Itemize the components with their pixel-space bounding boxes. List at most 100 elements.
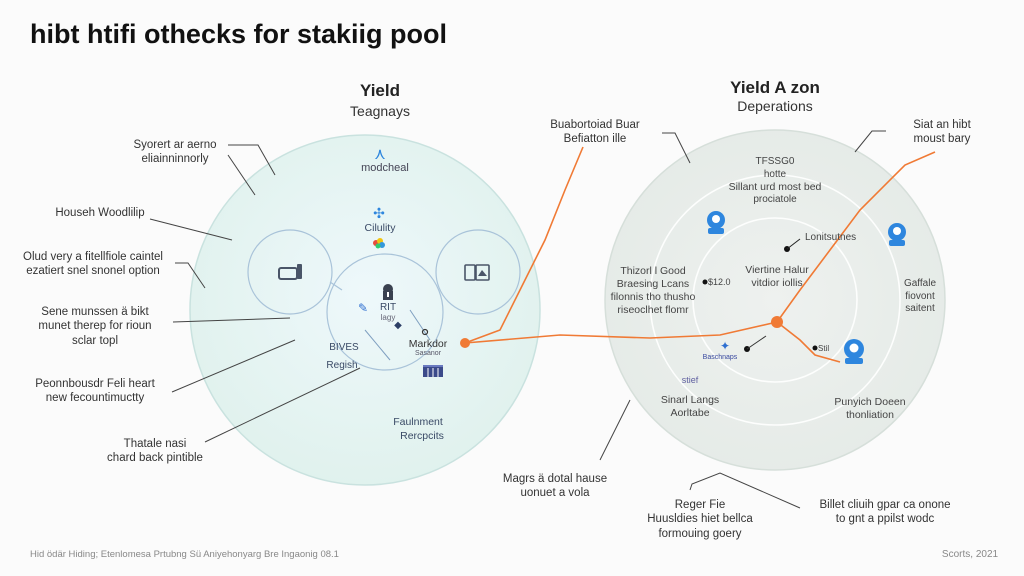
- right-panel-subheading: Deperations: [737, 98, 813, 114]
- text-line: Thizorl l Good: [620, 265, 686, 277]
- right-yield-circle: [604, 129, 946, 471]
- right-callout-1: Buabortoiad Buar Befiatton ille: [540, 118, 650, 147]
- callout-line: Olud very a fitellfiole caintel: [23, 251, 163, 263]
- documents-icon: [463, 262, 493, 284]
- left-inner-circle-center: [326, 253, 444, 371]
- left-inner-label: BIVES: [329, 342, 359, 353]
- left-inner-circle-right: [435, 229, 521, 315]
- callout-line: munet therep for rioun: [38, 320, 152, 333]
- right-right-block: Gaffale fiovont saitent: [890, 278, 950, 316]
- left-yield-circle: [189, 134, 541, 486]
- small-blue-label: Baschnaps: [702, 354, 738, 361]
- leader-line: [599, 399, 631, 461]
- left-panel-heading: Yield: [360, 81, 400, 100]
- callout-line: Billet cliuih gpar ca onone: [819, 499, 951, 511]
- left-callout-1: Syorert ar aerno eliainninnorly: [110, 138, 240, 167]
- left-top-label: modcheal: [361, 162, 409, 174]
- orange-link-middle: [464, 321, 778, 344]
- leader-line: [227, 154, 256, 196]
- text-line: Sinarl Langs: [660, 394, 720, 406]
- text-line: thonliation: [846, 409, 894, 422]
- callout-line: Befiatton ille: [563, 133, 627, 146]
- left-node-label: RIT: [379, 302, 397, 313]
- text-line: vitdior iollis: [751, 277, 803, 290]
- right-callout-4: Reger Fie Huusldies hiet bellca formouin…: [640, 498, 760, 541]
- multicolor-token-icon: [372, 237, 386, 249]
- callout-line: uonuet a vola: [520, 487, 590, 500]
- footer-credit: Scorts, 2021: [941, 549, 999, 560]
- user-badge-icon: [886, 222, 908, 248]
- marker-dot: [812, 345, 818, 351]
- small-violet-label: stief: [681, 375, 699, 385]
- leader-line: [175, 262, 206, 289]
- callout-line: chard back pintible: [107, 452, 203, 465]
- leader-line: [204, 367, 361, 443]
- leader-line: [228, 144, 276, 176]
- callout-line: eliainninnorly: [141, 153, 209, 166]
- orange-node-right: [771, 316, 783, 328]
- callout-line: Buabortoiad Buar: [550, 119, 640, 131]
- user-badge-icon: [705, 210, 727, 236]
- callout-line: to gnt a ppilst wodc: [835, 513, 935, 526]
- text-line: hotte: [763, 168, 787, 180]
- right-callout-3: Magrs ä dotal hause uonuet a vola: [490, 472, 620, 501]
- right-callout-2: Siat an hibt moust bary: [892, 118, 992, 147]
- left-inner-connector: [364, 329, 391, 361]
- callout-line: moust bary: [913, 133, 971, 146]
- value-label: $12.0: [708, 277, 731, 287]
- callout-line: ezatiert snel snonel option: [26, 265, 160, 278]
- text-line: TFSSG0: [755, 156, 795, 167]
- callout-line: Sene munssen ä bikt: [41, 306, 149, 318]
- footer-source-note: Hid ödär Hiding; Etenlomesa Prtubng Sü A…: [30, 549, 339, 560]
- right-inner-sublabel: Sasanor: [414, 350, 442, 357]
- right-ring-outer: [649, 174, 901, 426]
- user-badge-icon: [842, 338, 866, 366]
- text-line: Gaffale: [903, 278, 937, 289]
- text-line: filonnis tho thusho: [610, 291, 696, 304]
- text-line: Punyich Doeen: [834, 396, 906, 408]
- left-callout-5: Peonnbousdr Feli heart new fecountimuctt…: [25, 377, 165, 406]
- building-icon: [422, 362, 444, 378]
- text-line: prociatole: [753, 194, 797, 206]
- callout-line: new fecountimuctty: [45, 392, 145, 405]
- callout-line: Huusldies hiet bellca: [647, 513, 753, 526]
- text-line: fiovont: [905, 290, 935, 302]
- marker-label: Stil: [818, 344, 830, 353]
- wallet-icon: [277, 260, 305, 282]
- leader-line: [149, 218, 233, 241]
- text-line: Braesing Lcans: [616, 278, 690, 291]
- pin-icon: [421, 328, 429, 336]
- callout-line: Reger Fie: [674, 499, 726, 511]
- callout-line: Magrs ä dotal hause: [502, 473, 608, 485]
- left-callout-4: Sene munssen ä bikt munet therep for rio…: [25, 305, 165, 348]
- leader-line: [662, 132, 691, 164]
- blue-label-leader: [746, 335, 767, 350]
- value-dot: [702, 279, 708, 285]
- text-line: Viertine Halur: [745, 264, 809, 276]
- right-panel-heading: Yield A zon: [730, 78, 820, 97]
- small-bird-icon: ✦: [719, 339, 731, 353]
- left-bottom-label-line2: Rercpcits: [400, 430, 444, 442]
- right-inner-label: Markdor: [408, 338, 448, 350]
- locations-leader: [786, 238, 801, 250]
- left-inner-connector: [409, 309, 431, 341]
- leader-line: [171, 339, 296, 393]
- leader-line: [689, 472, 801, 509]
- text-line: Aorltabe: [670, 407, 710, 420]
- orange-link-right-down: [776, 321, 841, 363]
- callout-line: formouing goery: [658, 527, 742, 540]
- callout-line: Peonnbousdr Feli heart: [35, 378, 155, 390]
- right-bottom-right-block: Punyich Doeen thonliation: [820, 396, 920, 422]
- left-inner-circle-left: [247, 229, 333, 315]
- left-panel-subheading: Teagnays: [350, 103, 410, 119]
- network-node-icon: ✣: [373, 204, 385, 221]
- left-callout-2: Househ Woodlilip: [35, 206, 165, 220]
- callout-line: Househ Woodlilip: [55, 207, 145, 219]
- left-inner-connector: [329, 281, 343, 291]
- text-line: riseoclhet flomr: [617, 304, 689, 317]
- locations-label: Lonitsutnes: [805, 232, 857, 243]
- orange-link-right-up: [776, 151, 936, 323]
- brand-logo-icon: ⋏: [374, 146, 386, 163]
- left-node-sublabel: lagy: [380, 313, 396, 322]
